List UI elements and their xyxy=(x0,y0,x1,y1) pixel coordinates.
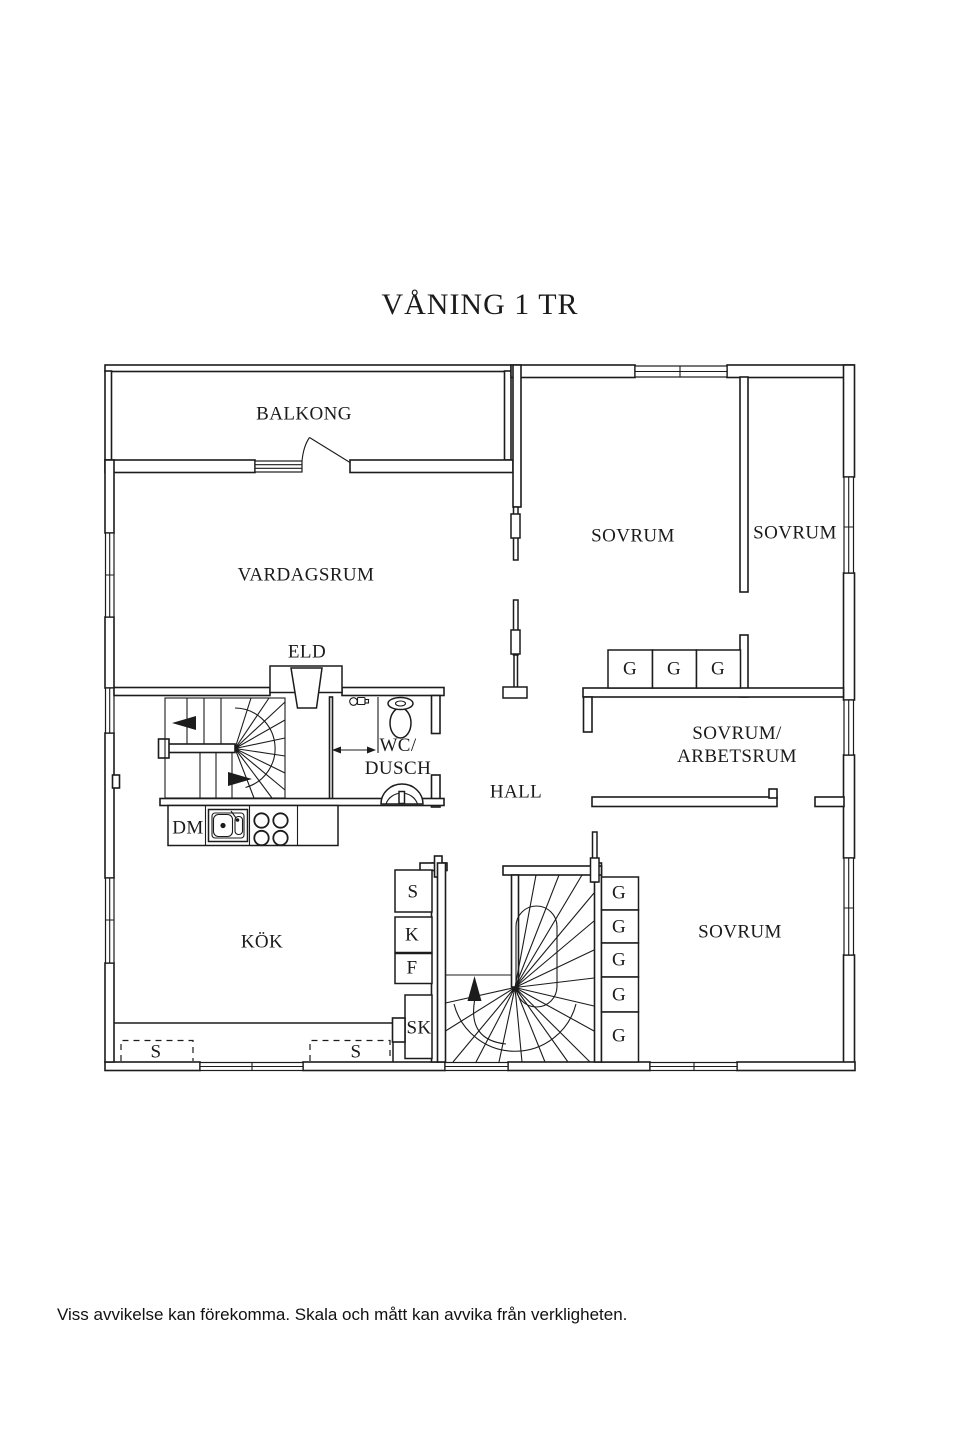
toilet-icon xyxy=(387,696,414,739)
wardrobe-g-top-1 xyxy=(607,649,654,689)
sliding-door-east xyxy=(589,831,600,883)
room-label-balkong: BALKONG xyxy=(256,403,352,425)
closet-sk-box xyxy=(404,994,433,1060)
upper-staircase xyxy=(164,697,286,799)
closet-k-box xyxy=(394,916,433,954)
window-south-stair xyxy=(444,1061,509,1072)
room-label-sovrum-arbetsrum: SOVRUM/ ARBETSRUM xyxy=(677,722,797,768)
wardrobe-g-col-1 xyxy=(600,876,640,911)
room-label-vardagsrum: VARDAGSRUM xyxy=(237,564,375,586)
wardrobe-label-g-top-1: G xyxy=(622,658,638,680)
pantry-label-s-1: S xyxy=(150,1041,162,1063)
window-west-2 xyxy=(104,687,115,734)
interior-walls xyxy=(113,364,845,1063)
wardrobe-label-g-col-2: G xyxy=(611,916,627,938)
kitchen-fixtures xyxy=(114,804,394,1062)
page-title: VÅNING 1 TR xyxy=(381,288,579,321)
wc-fixtures xyxy=(332,696,424,805)
stair-arrow-left xyxy=(172,716,196,730)
sovrum-arbetsrum-line1: SOVRUM/ xyxy=(692,723,782,744)
wardrobe-label-g-top-3: G xyxy=(710,658,726,680)
room-label-sovrum-nw: SOVRUM xyxy=(591,525,675,547)
disclaimer-text: Viss avvikelse kan förekomma. Skala och … xyxy=(57,1305,628,1324)
wardrobe-label-g-col-1: G xyxy=(611,882,627,904)
closet-f-box xyxy=(394,952,433,985)
sovrum-arbetsrum-line2: ARBETSRUM xyxy=(677,746,797,767)
closet-label-f: F xyxy=(406,957,418,979)
wardrobe-g-col-3 xyxy=(600,942,640,978)
stair-arrow-up xyxy=(467,976,482,1001)
door-symbols xyxy=(301,437,600,883)
window-south-kitchen xyxy=(199,1061,304,1072)
pantry-dashed-2 xyxy=(309,1039,391,1061)
wardrobe-g-top-3 xyxy=(695,649,742,689)
room-label-hall: HALL xyxy=(489,781,543,803)
balcony-door xyxy=(301,437,351,463)
wardrobe-label-g-col-4: G xyxy=(611,984,627,1006)
sliding-door-west-1 xyxy=(510,506,521,561)
fixture-label-dm: DM xyxy=(172,817,204,839)
closet-s-box xyxy=(394,869,433,913)
closet-boxes xyxy=(391,649,742,1063)
shower-area-lines xyxy=(332,697,379,754)
window-north xyxy=(634,365,728,378)
pantry-dashed-1 xyxy=(120,1039,194,1061)
room-label-wc-dusch: WC/ DUSCH xyxy=(365,734,431,780)
wardrobe-label-g-top-2: G xyxy=(666,658,682,680)
room-label-sovrum-ne: SOVRUM xyxy=(753,522,837,544)
window-west-3 xyxy=(104,877,115,964)
closet-label-k: K xyxy=(404,924,420,946)
closet-label-sk: SK xyxy=(406,1017,432,1039)
closet-label-s: S xyxy=(407,881,419,903)
shower-head-icon xyxy=(349,696,370,706)
fireplace xyxy=(269,665,343,709)
wc-label-line2: DUSCH xyxy=(364,758,432,779)
window-east-2 xyxy=(843,699,855,756)
stove-icon xyxy=(253,812,289,847)
wardrobe-label-g-col-3: G xyxy=(611,949,627,971)
windows xyxy=(104,365,855,1072)
window-west-1 xyxy=(104,532,115,618)
window-south-bedroom xyxy=(649,1061,738,1072)
room-label-kok: KÖK xyxy=(240,931,284,953)
sliding-door-west-2 xyxy=(502,599,528,699)
fireplace-label-eld: ELD xyxy=(287,641,327,663)
washbasin-icon xyxy=(380,783,424,805)
window-east-1 xyxy=(843,476,855,574)
kitchen-sink-icon xyxy=(207,808,249,843)
wardrobe-g-col-4 xyxy=(600,976,640,1013)
wardrobe-label-g-col-5: G xyxy=(611,1025,627,1047)
wc-label-line1: WC/ xyxy=(379,735,417,756)
wardrobe-g-col-5 xyxy=(600,1011,640,1063)
stair-arrow-right xyxy=(228,772,252,786)
kitchen-counter xyxy=(167,804,339,847)
pantry-label-s-2: S xyxy=(350,1041,362,1063)
room-label-sovrum-s: SOVRUM xyxy=(698,921,782,943)
lower-staircase xyxy=(445,874,595,1063)
window-balcony xyxy=(254,460,303,473)
window-east-3 xyxy=(843,857,855,956)
